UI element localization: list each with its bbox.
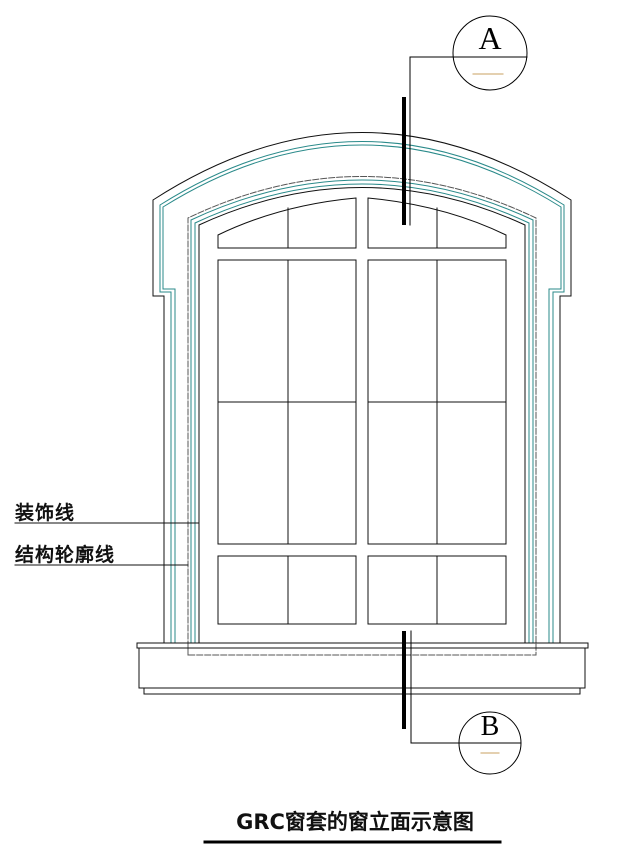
leader-line-b <box>410 630 522 744</box>
decorative-line-3 <box>198 187 526 643</box>
leader-line-a <box>409 56 528 226</box>
decorative-line-1 <box>190 179 534 643</box>
section-cut-bar-bottom <box>402 631 406 729</box>
section-bubble-a <box>452 15 528 91</box>
bottom-panel-left <box>217 555 357 625</box>
arched-panel-left <box>217 197 357 249</box>
label-decorative-line: 装饰线 <box>15 502 76 524</box>
section-label-a: A <box>478 20 502 56</box>
decorative-line-2 <box>194 183 530 643</box>
window-sill <box>136 642 589 695</box>
structural-outline-dashed <box>187 176 537 656</box>
drawing-title: GRC窗套的窗立面示意图 <box>236 810 474 834</box>
arched-panel-right <box>367 197 507 249</box>
window-sash <box>217 197 507 625</box>
surround-teal-line-1 <box>159 141 565 643</box>
label-structural-outline: 结构轮廓线 <box>15 544 116 566</box>
section-label-b: B <box>480 711 500 742</box>
section-bubble-b <box>458 711 522 775</box>
outer-surround-outline <box>152 132 572 643</box>
surround-teal-line-2 <box>162 144 562 643</box>
section-cut-bar-top <box>402 97 406 225</box>
